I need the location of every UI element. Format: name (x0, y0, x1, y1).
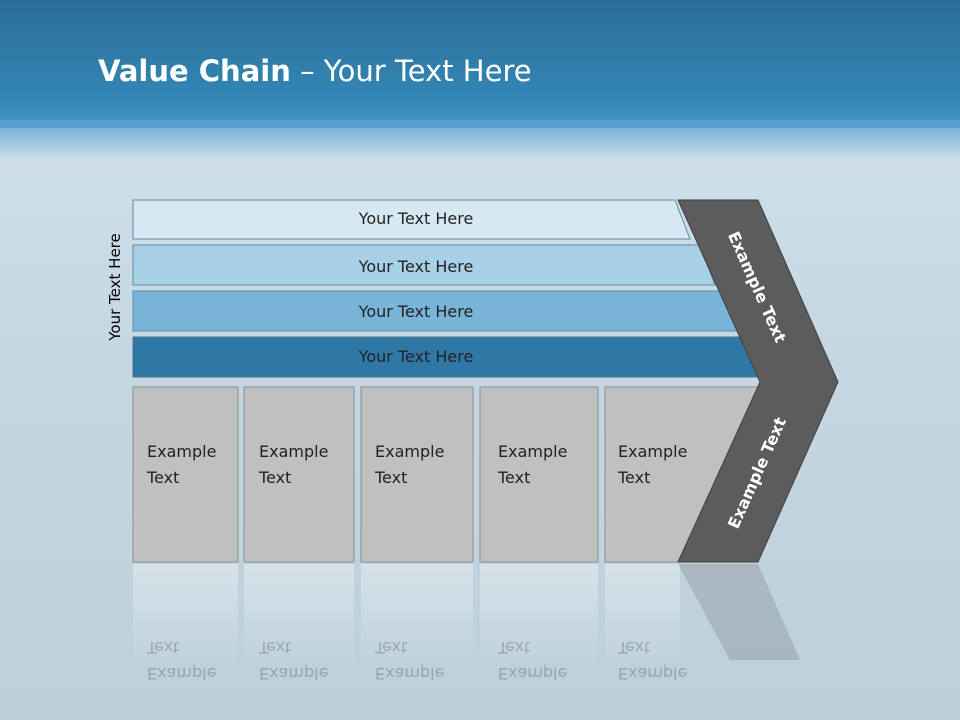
chevron-reflection (678, 564, 800, 660)
title-rest: – Your Text Here (290, 54, 532, 88)
box-2-line1: Example (259, 442, 329, 461)
bar-3-label: Your Text Here (358, 302, 474, 321)
bar-4-label: Your Text Here (358, 347, 474, 366)
value-chain-chevron[interactable] (677, 199, 839, 563)
bar-2-label: Your Text Here (358, 257, 474, 276)
box-5-line2: Text (618, 468, 651, 487)
box-5-line1: Example (618, 442, 688, 461)
bar-2[interactable] (132, 244, 716, 286)
box-3-line1: Example (375, 442, 445, 461)
box-4-line1: Example (498, 442, 568, 461)
box-4-line2: Text (498, 468, 531, 487)
activity-box-1[interactable] (132, 386, 239, 563)
box-1-line1: Example (147, 442, 217, 461)
bar-1[interactable] (132, 199, 691, 240)
side-axis-label: Your Text Here (106, 233, 124, 341)
box-1-line2: Text (147, 468, 180, 487)
activity-box-4[interactable] (479, 386, 599, 563)
header-band (0, 0, 960, 128)
bar-1-label: Your Text Here (358, 209, 474, 228)
box-reflections (133, 564, 680, 674)
header-fade (0, 120, 960, 160)
box-3-line2: Text (375, 468, 408, 487)
page-title: Value Chain – Your Text Here (98, 54, 532, 88)
title-bold: Value Chain (98, 54, 291, 88)
box-2-line2: Text (259, 468, 292, 487)
activity-box-3[interactable] (360, 386, 474, 563)
activity-box-2[interactable] (243, 386, 355, 563)
